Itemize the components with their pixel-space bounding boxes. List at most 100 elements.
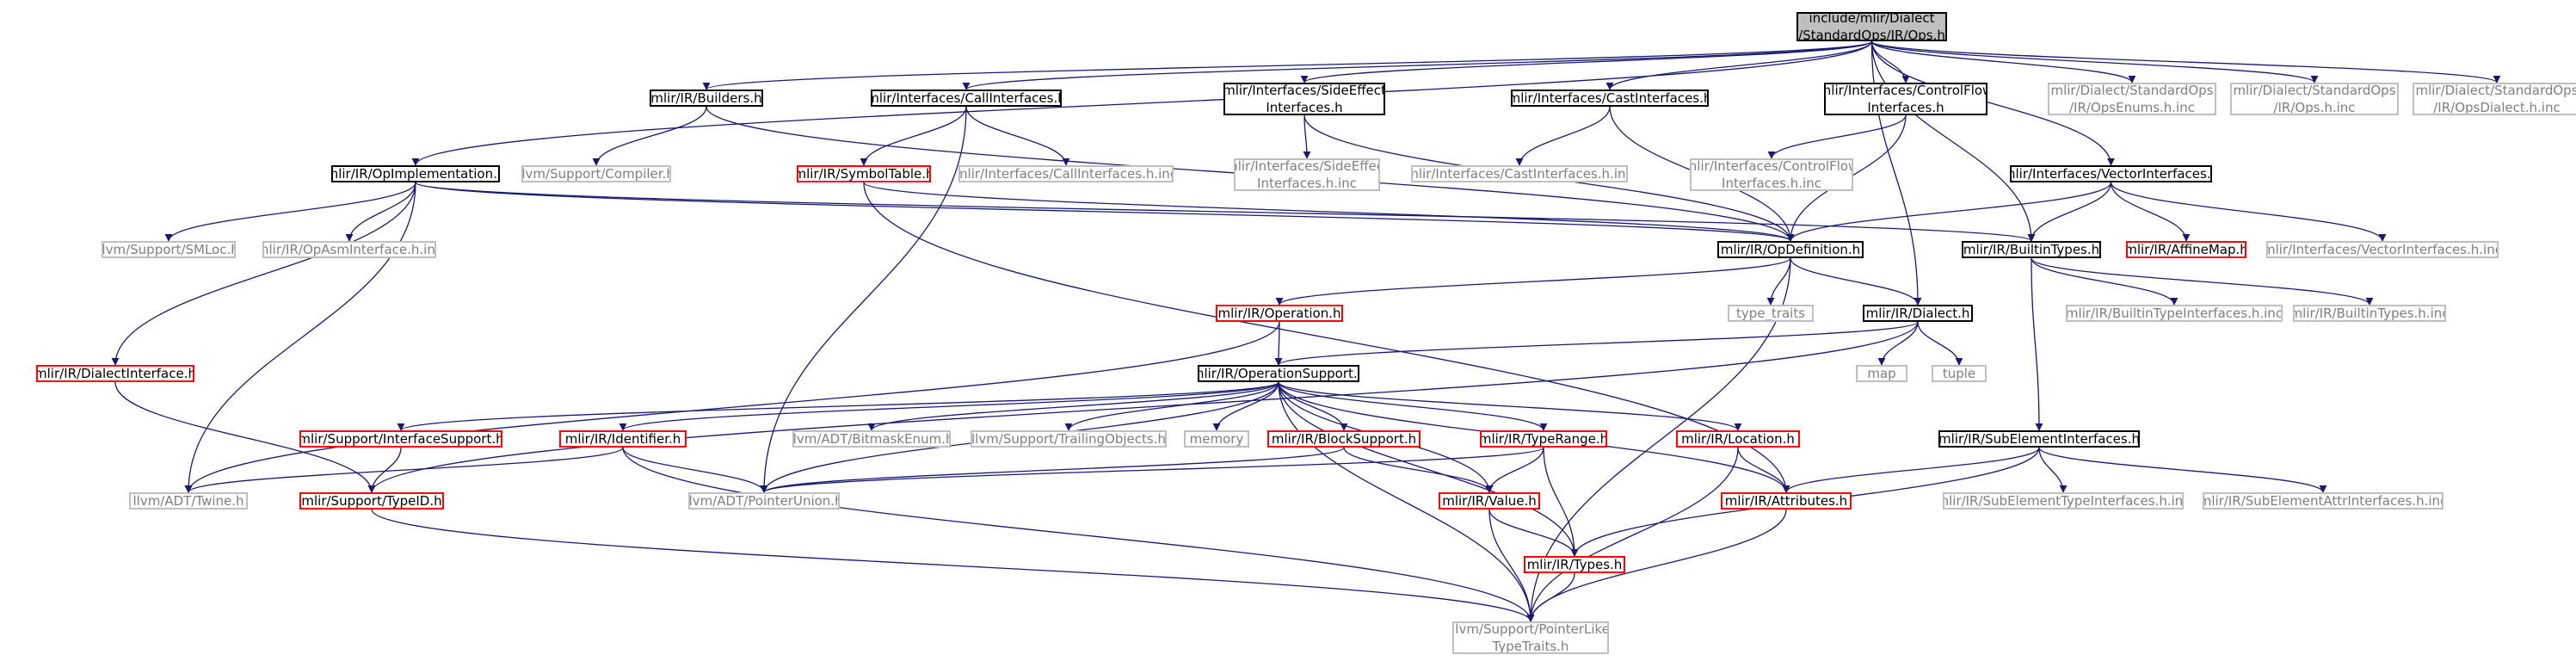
edge-types-to-ptrlike: [1526, 572, 1575, 622]
node-btinc: mlir/IR/BuiltinTypes.h.inc: [2293, 305, 2446, 322]
node-subattrinc: mlir/IR/SubElementAttrInterfaces.h.inc: [2203, 492, 2444, 510]
node-opsdialect: mlir/Dialect/StandardOps /IR/OpsDialect.…: [2413, 83, 2576, 115]
edge-sideeff-to-sideinc: [1303, 114, 1311, 159]
edge-ops-to-builders: [702, 40, 1873, 90]
edge-builtintypes-to-subelem: [2031, 257, 2043, 431]
node-castif[interactable]: mlir/Interfaces/CastInterfaces.h: [1511, 90, 1709, 107]
node-typerange[interactable]: mlir/IR/TypeRange.h: [1480, 430, 1607, 448]
edge-ops-to-opsdialect: [1870, 40, 2501, 83]
node-opimpl[interactable]: mlir/IR/OpImplementation.h: [331, 165, 500, 182]
edge-ops-to-dialect: [1870, 40, 1922, 306]
edge-builders-to-compiler: [592, 106, 707, 166]
edge-ops-to-vecif: [1870, 40, 2115, 166]
edge-identifier-to-twine: [184, 447, 624, 493]
edge-opdef-to-dialect: [1790, 257, 1922, 306]
node-ptrlike: llvm/Support/PointerLike TypeTraits.h: [1452, 621, 1609, 654]
edge-typerange-to-value: [1485, 447, 1544, 493]
node-affine[interactable]: mlir/IR/AffineMap.h: [2126, 241, 2246, 258]
node-subelem[interactable]: mlir/IR/SubElementInterfaces.h: [1938, 430, 2140, 448]
node-dialect[interactable]: mlir/IR/Dialect.h: [1863, 305, 1973, 322]
edge-ops-to-castif: [1605, 40, 1873, 90]
node-bitmask: llvm/ADT/BitmaskEnum.h: [792, 430, 951, 448]
node-ifsupport[interactable]: mlir/Support/InterfaceSupport.h: [299, 430, 502, 448]
edge-opsupport-to-ptrlike: [1278, 381, 1535, 622]
node-vecif[interactable]: mlir/Interfaces/VectorInterfaces.h: [2010, 165, 2212, 182]
edge-vecif-to-affine: [2110, 182, 2191, 242]
node-tuple: tuple: [1932, 365, 1987, 382]
node-builtintypes[interactable]: mlir/IR/BuiltinTypes.h: [1962, 241, 2101, 258]
edge-value-to-types: [1488, 509, 1579, 557]
node-symtab[interactable]: mlir/IR/SymbolTable.h: [797, 165, 931, 182]
node-opsupport[interactable]: mlir/IR/OperationSupport.h: [1198, 365, 1359, 382]
node-smloc: llvm/Support/SMLoc.h: [102, 241, 236, 258]
edge-builtintypes-to-btinc: [2031, 257, 2374, 306]
edge-callif-to-callinc: [965, 106, 1070, 166]
edge-blocksupport-to-ptrunion: [760, 447, 1345, 493]
edge-value-to-ptrlike: [1488, 509, 1535, 622]
node-castinc: mlir/Interfaces/CastInterfaces.h.inc: [1411, 165, 1628, 182]
edge-dialect-to-opsupport: [1274, 321, 1919, 366]
edge-dialect-to-map: [1877, 321, 1919, 366]
node-blocksupport[interactable]: mlir/IR/BlockSupport.h: [1267, 430, 1420, 448]
edge-ctrlflow-to-ctrlinc: [1767, 114, 1907, 159]
node-compiler: llvm/Support/Compiler.h: [521, 165, 671, 182]
edge-opsupport-to-bitmask: [867, 381, 1279, 431]
node-callif[interactable]: mlir/Interfaces/CallInterfaces.h: [871, 90, 1062, 107]
node-typetraits: type_traits: [1728, 305, 1814, 322]
node-builders[interactable]: mlir/IR/Builders.h: [650, 90, 763, 107]
edge-ops-to-opshinc: [1870, 40, 2319, 83]
node-opasm: mlir/IR/OpAsmInterface.h.inc: [262, 241, 436, 258]
node-attributes[interactable]: mlir/IR/Attributes.h: [1721, 492, 1852, 510]
edge-opsupport-to-location: [1278, 381, 1742, 431]
edge-castif-to-castinc: [1515, 106, 1611, 166]
edge-typerange-to-types: [1543, 447, 1579, 557]
node-typeid[interactable]: mlir/Support/TypeID.h: [299, 492, 444, 510]
node-opdef[interactable]: mlir/IR/OpDefinition.h: [1717, 241, 1864, 258]
edge-dialect-to-tuple: [1917, 321, 1963, 366]
edge-typerange-to-ptrunion: [760, 447, 1544, 493]
edge-typeid-to-ptrlike: [371, 509, 1535, 622]
edge-opimpl-to-smloc: [164, 182, 416, 242]
node-ctrlflow[interactable]: mlir/Interfaces/ControlFlow Interfaces.h: [1824, 83, 1987, 115]
node-types[interactable]: mlir/IR/Types.h: [1524, 556, 1625, 573]
edge-dialectif-to-typeid: [114, 381, 376, 493]
edge-ops-to-sideeff: [1300, 40, 1873, 83]
node-memory: memory: [1184, 430, 1249, 448]
edge-callif-to-symtab: [860, 106, 967, 166]
edge-ops-to-opsenums: [1870, 40, 2136, 83]
edge-opsupport-to-memory: [1212, 381, 1279, 431]
node-opshinc: mlir/Dialect/StandardOps /IR/Ops.h.inc: [2230, 83, 2399, 115]
edge-dialect-to-typeid: [367, 321, 1919, 493]
edge-callif-to-ptrunion: [760, 106, 967, 493]
node-twine: llvm/ADT/Twine.h: [129, 492, 248, 510]
node-identifier[interactable]: mlir/IR/Identifier.h: [559, 430, 687, 448]
node-opsenums: mlir/Dialect/StandardOps /IR/OpsEnums.h.…: [2048, 83, 2216, 115]
edge-ops-to-opimpl: [411, 40, 1873, 166]
edge-opsupport-to-identifier: [619, 381, 1279, 431]
node-btinterfaces: mlir/IR/BuiltinTypeInterfaces.h.inc: [2066, 305, 2283, 322]
edge-subelem-to-subtypeinc: [2038, 447, 2068, 493]
node-value[interactable]: mlir/IR/Value.h: [1439, 492, 1540, 510]
edge-opimpl-to-dialectif: [111, 182, 416, 366]
edge-vecif-to-builtintypes: [2027, 182, 2112, 242]
edge-subelem-to-attributes: [1782, 447, 2040, 493]
dependency-edges: [111, 40, 2501, 622]
edge-builtintypes-to-btinterfaces: [2031, 257, 2179, 306]
edge-opdef-to-operation: [1275, 257, 1791, 306]
node-trailing: llvm/Support/TrailingObjects.h: [971, 430, 1167, 448]
node-location[interactable]: mlir/IR/Location.h: [1676, 430, 1800, 448]
edge-location-to-ptrlike: [1526, 447, 1739, 622]
edge-operation-to-twine: [184, 321, 1280, 493]
edge-identifier-to-ptrunion: [622, 447, 768, 493]
edge-opimpl-to-opdef: [415, 182, 1795, 242]
edge-opimpl-to-twine: [184, 182, 416, 493]
node-dialectif[interactable]: mlir/IR/DialectInterface.h: [36, 365, 194, 382]
node-callinc: mlir/Interfaces/CallInterfaces.h.inc: [958, 165, 1174, 182]
node-vecinc: mlir/Interfaces/VectorInterfaces.h.inc: [2266, 241, 2499, 258]
edge-subelem-to-subattrinc: [2038, 447, 2327, 493]
edge-ops-to-callif: [962, 40, 1873, 90]
node-ctrlinc: mlir/Interfaces/ControlFlow Interfaces.h…: [1690, 158, 1853, 191]
node-operation[interactable]: mlir/IR/Operation.h: [1216, 305, 1343, 322]
edge-blocksupport-to-value: [1343, 447, 1494, 493]
node-sideeff[interactable]: mlir/Interfaces/SideEffect Interfaces.h: [1223, 83, 1385, 115]
